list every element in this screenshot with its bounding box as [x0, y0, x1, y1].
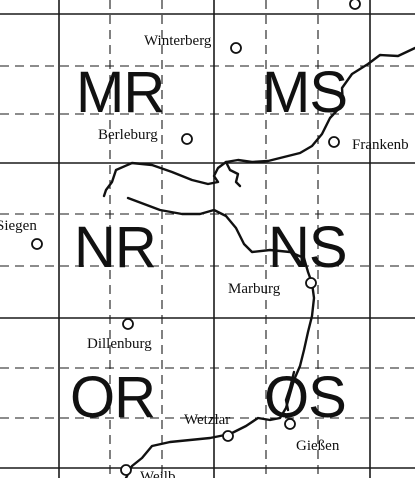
- town-marker-winterberg: [230, 42, 242, 54]
- town-marker-siegen: [31, 238, 43, 250]
- town-marker-dillenburg: [122, 318, 134, 330]
- town-marker-marburg: [305, 277, 317, 289]
- grid-code-ns: NS: [268, 215, 347, 280]
- label-winterberg: Winterberg: [144, 33, 212, 49]
- river-lahn: [124, 196, 316, 478]
- rivers: [102, 46, 415, 478]
- town-marker-top: [349, 0, 361, 10]
- label-giessen: Gießen: [296, 438, 340, 454]
- river-eder-bend: [224, 160, 242, 188]
- town-markers: [31, 0, 361, 476]
- grid-code-mr: MR: [76, 60, 164, 125]
- label-siegen: Siegen: [0, 218, 37, 234]
- grid-code-os: OS: [264, 365, 346, 430]
- town-marker-weilburg: [120, 464, 132, 476]
- grid-code-nr: NR: [74, 215, 156, 280]
- label-weilburg: Weilb: [140, 469, 175, 478]
- grid-codes: MR MS NR NS OR OS: [70, 60, 348, 430]
- grid-code-ms: MS: [262, 60, 347, 125]
- river-lahn-small: [284, 370, 296, 412]
- river-eder: [102, 46, 415, 198]
- town-marker-giessen: [284, 418, 296, 430]
- label-marburg: Marburg: [228, 281, 281, 297]
- town-marker-berleburg: [181, 133, 193, 145]
- label-dillenburg: Dillenburg: [87, 336, 152, 352]
- town-marker-frankenberg: [328, 136, 340, 148]
- label-frankenberg: Frankenb: [352, 137, 409, 153]
- label-berleburg: Berleburg: [98, 127, 158, 143]
- grid-code-or: OR: [70, 365, 155, 430]
- town-marker-wetzlar: [222, 430, 234, 442]
- label-wetzlar: Wetzlar: [184, 412, 230, 428]
- place-labels: Winterberg Berleburg Frankenb Siegen Mar…: [0, 33, 409, 478]
